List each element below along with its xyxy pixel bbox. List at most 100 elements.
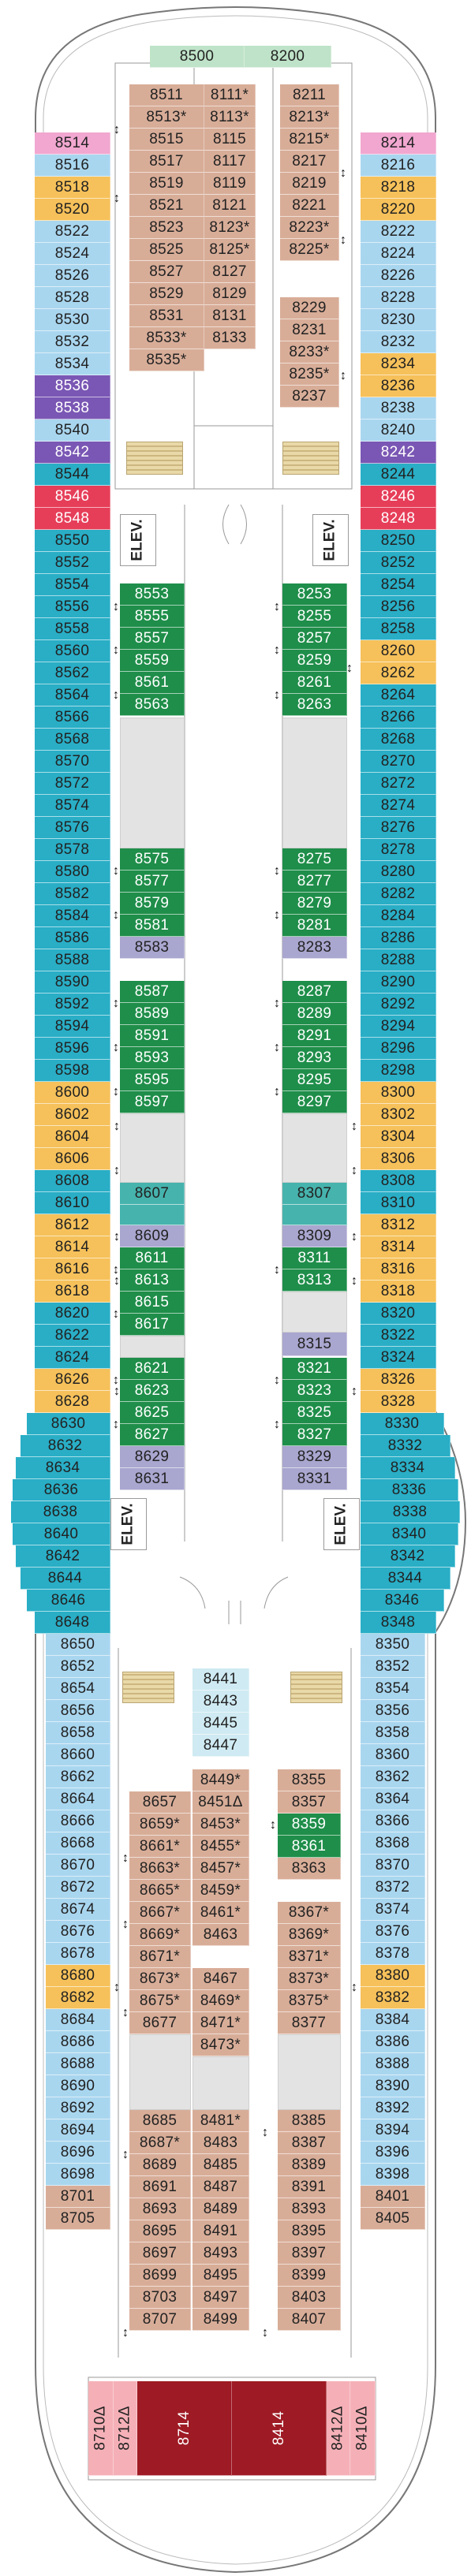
cabin-8531[interactable]: 8531: [129, 305, 204, 327]
cabin-8519[interactable]: 8519: [129, 173, 204, 195]
cabin-8275[interactable]: 8275: [282, 848, 347, 870]
cabin-8372[interactable]: 8372: [361, 1877, 425, 1899]
cabin-8627[interactable]: 8627: [120, 1424, 185, 1446]
cabin-8530[interactable]: 8530: [35, 309, 110, 331]
cabin-8117[interactable]: 8117: [204, 151, 256, 173]
cabin-8701[interactable]: 8701: [46, 2186, 110, 2208]
cabin-8671[interactable]: 8671*: [129, 1946, 191, 1968]
cabin-8666[interactable]: 8666: [46, 1810, 110, 1832]
cabin-8350[interactable]: 8350: [361, 1634, 425, 1656]
cabin-8570[interactable]: 8570: [35, 751, 110, 773]
cabin-8291[interactable]: 8291: [282, 1025, 347, 1047]
cabin-8384[interactable]: 8384: [361, 2009, 425, 2031]
cabin-8320[interactable]: 8320: [361, 1303, 436, 1325]
cabin-8515[interactable]: 8515: [129, 129, 204, 151]
cabin-8377[interactable]: 8377: [278, 2012, 341, 2034]
cabin-8487[interactable]: 8487: [193, 2176, 249, 2198]
cabin-8620[interactable]: 8620: [35, 1303, 110, 1325]
cabin-8687[interactable]: 8687*: [129, 2132, 191, 2154]
cabin-8311[interactable]: 8311: [282, 1247, 347, 1269]
cabin-8244[interactable]: 8244: [361, 464, 436, 486]
cabin-8693[interactable]: 8693: [129, 2198, 191, 2220]
cabin-8297[interactable]: 8297: [282, 1091, 347, 1113]
cabin-8564[interactable]: 8564: [35, 684, 110, 706]
cabin-8451[interactable]: 8451Δ: [193, 1791, 249, 1814]
cabin-8111[interactable]: 8111*: [204, 84, 256, 106]
cabin-8632[interactable]: 8632: [21, 1435, 110, 1457]
cabin-8595[interactable]: 8595: [120, 1069, 185, 1091]
cabin-8401[interactable]: 8401: [361, 2186, 425, 2208]
cabin-8226[interactable]: 8226: [361, 265, 436, 287]
cabin-8358[interactable]: 8358: [361, 1722, 425, 1744]
cabin-8278[interactable]: 8278: [361, 839, 436, 861]
cabin-8646[interactable]: 8646: [27, 1590, 110, 1612]
cabin-8315[interactable]: 8315: [282, 1333, 347, 1356]
cabin-8290[interactable]: 8290: [361, 971, 436, 993]
cabin-8410[interactable]: 8410Δ: [350, 2381, 376, 2476]
cabin-8493[interactable]: 8493: [193, 2242, 249, 2265]
cabin-8213[interactable]: 8213*: [280, 106, 339, 129]
cabin-8596[interactable]: 8596: [35, 1038, 110, 1060]
cabin-8544[interactable]: 8544: [35, 464, 110, 486]
cabin-8246[interactable]: 8246: [361, 486, 436, 508]
cabin-8238[interactable]: 8238: [361, 397, 436, 419]
cabin-8463[interactable]: 8463: [193, 1924, 249, 1946]
cabin-8369[interactable]: 8369*: [278, 1924, 341, 1946]
cabin-8258[interactable]: 8258: [361, 618, 436, 640]
cabin-8394[interactable]: 8394: [361, 2119, 425, 2142]
cabin-8457[interactable]: 8457*: [193, 1858, 249, 1880]
cabin-8589[interactable]: 8589: [120, 1003, 185, 1025]
cabin-suite-extension[interactable]: [120, 1205, 185, 1225]
cabin-8352[interactable]: 8352: [361, 1656, 425, 1678]
cabin-8259[interactable]: 8259: [282, 650, 347, 672]
cabin-8253[interactable]: 8253: [282, 583, 347, 606]
cabin-8274[interactable]: 8274: [361, 795, 436, 817]
cabin-8292[interactable]: 8292: [361, 993, 436, 1016]
cabin-8225[interactable]: 8225*: [280, 239, 339, 261]
cabin-8673[interactable]: 8673*: [129, 1968, 191, 1990]
cabin-8616[interactable]: 8616: [35, 1258, 110, 1281]
cabin-8698[interactable]: 8698: [46, 2164, 110, 2186]
cabin-8560[interactable]: 8560: [35, 640, 110, 662]
cabin-8690[interactable]: 8690: [46, 2075, 110, 2097]
cabin-8293[interactable]: 8293: [282, 1047, 347, 1069]
cabin-8386[interactable]: 8386: [361, 2031, 425, 2053]
cabin-8624[interactable]: 8624: [35, 1347, 110, 1369]
cabin-8561[interactable]: 8561: [120, 672, 185, 694]
cabin-8607[interactable]: 8607: [120, 1183, 185, 1205]
cabin-8656[interactable]: 8656: [46, 1700, 110, 1722]
cabin-8636[interactable]: 8636: [13, 1479, 110, 1501]
cabin-8366[interactable]: 8366: [361, 1810, 425, 1832]
cabin-8342[interactable]: 8342: [361, 1545, 455, 1568]
cabin-8284[interactable]: 8284: [361, 905, 436, 927]
cabin-8286[interactable]: 8286: [361, 927, 436, 949]
cabin-8553[interactable]: 8553: [120, 583, 185, 606]
cabin-8449[interactable]: 8449*: [193, 1769, 249, 1791]
cabin-8602[interactable]: 8602: [35, 1104, 110, 1126]
cabin-8389[interactable]: 8389: [278, 2154, 341, 2176]
cabin-8630[interactable]: 8630: [27, 1413, 110, 1435]
cabin-8283[interactable]: 8283: [282, 937, 347, 959]
cabin-8563[interactable]: 8563: [120, 694, 185, 716]
cabin-8288[interactable]: 8288: [361, 949, 436, 971]
cabin-8685[interactable]: 8685: [129, 2110, 191, 2132]
cabin-8592[interactable]: 8592: [35, 993, 110, 1016]
cabin-8710[interactable]: 8710Δ: [88, 2381, 114, 2476]
cabin-8407[interactable]: 8407: [278, 2309, 341, 2331]
cabin-8694[interactable]: 8694: [46, 2119, 110, 2142]
cabin-8200[interactable]: 8200: [245, 46, 331, 68]
cabin-8272[interactable]: 8272: [361, 773, 436, 795]
cabin-8266[interactable]: 8266: [361, 706, 436, 729]
cabin-8327[interactable]: 8327: [282, 1424, 347, 1446]
cabin-8354[interactable]: 8354: [361, 1678, 425, 1700]
cabin-8217[interactable]: 8217: [280, 151, 339, 173]
cabin-8518[interactable]: 8518: [35, 177, 110, 199]
cabin-8654[interactable]: 8654: [46, 1678, 110, 1700]
cabin-8626[interactable]: 8626: [35, 1369, 110, 1391]
cabin-8615[interactable]: 8615: [120, 1292, 185, 1314]
cabin-8500[interactable]: 8500: [150, 46, 245, 68]
cabin-8650[interactable]: 8650: [46, 1634, 110, 1656]
cabin-8525[interactable]: 8525: [129, 239, 204, 261]
cabin-8579[interactable]: 8579: [120, 893, 185, 915]
cabin-8590[interactable]: 8590: [35, 971, 110, 993]
